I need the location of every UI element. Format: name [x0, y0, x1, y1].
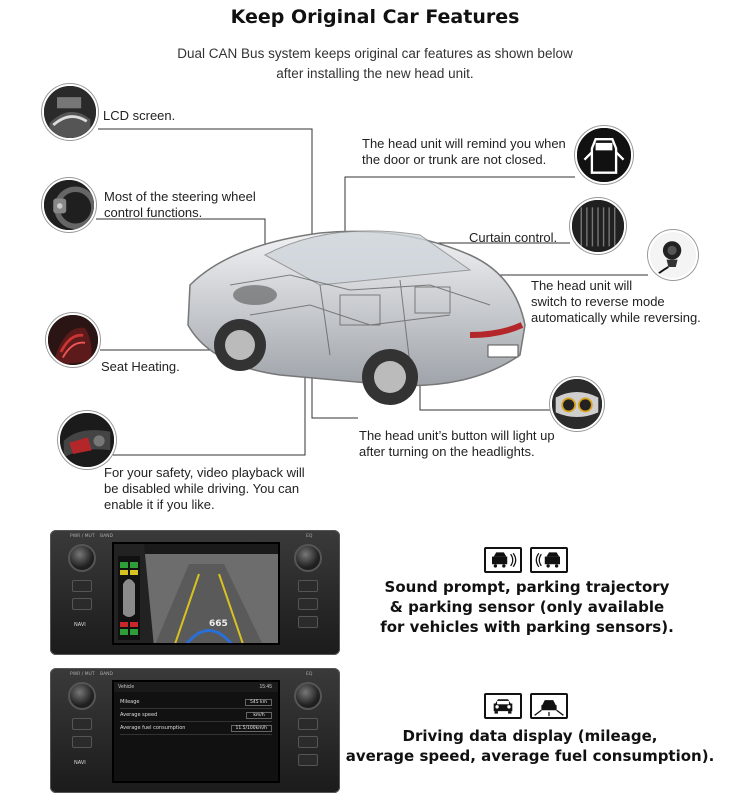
- car-road-icon: [530, 693, 568, 719]
- eq-label: EQ: [306, 672, 313, 677]
- band-label: BAND: [100, 534, 113, 539]
- head-unit-driving-data: PWR / MUT BAND EQ NAVI Vehicle 15:45 Mil…: [50, 668, 340, 793]
- feature-button-light: The head unit’s button will light up aft…: [359, 428, 555, 460]
- seat-heating-photo: [46, 313, 100, 367]
- row-value: km/h: [246, 711, 272, 719]
- parking-line-3: for vehicles with parking sensors).: [380, 618, 674, 636]
- steering-line-2: control functions.: [104, 205, 203, 220]
- feature-curtain-control: Curtain control.: [469, 230, 558, 245]
- row-value: 11.5/100km/h: [230, 724, 272, 732]
- navi-label[interactable]: NAVI: [74, 622, 86, 628]
- feature-steering-wheel: Most of the steering wheel control funct…: [104, 189, 256, 221]
- eq-label: EQ: [306, 534, 313, 539]
- driving-line-2: average speed, average fuel consumption)…: [345, 747, 715, 765]
- reverse-camera-screen: 665: [112, 542, 280, 645]
- tune-knob[interactable]: [294, 544, 322, 572]
- driving-description: Driving data display (mileage, average s…: [345, 726, 715, 766]
- prev-button[interactable]: [298, 718, 318, 730]
- pwr-label: PWR / MUT: [70, 672, 95, 677]
- navi-label[interactable]: NAVI: [74, 760, 86, 766]
- subtitle-line-2: after installing the new head unit.: [276, 66, 474, 81]
- screen-time: 15:45: [259, 684, 272, 690]
- parking-sensor-rear-icon: [530, 547, 568, 573]
- eject-button[interactable]: [298, 754, 318, 766]
- car-xray-illustration: [187, 230, 526, 405]
- video-line-2: be disabled while driving. You can: [104, 481, 300, 496]
- video-line-3: enable it if you like.: [104, 497, 215, 512]
- prev-button[interactable]: [298, 580, 318, 592]
- lights-line-1: The head unit’s button will light up: [359, 428, 555, 443]
- back-button[interactable]: [72, 598, 92, 610]
- band-label: BAND: [100, 672, 113, 677]
- vehicle-data-screen: Vehicle 15:45 Mileage 545 km Average spe…: [112, 680, 280, 783]
- reverse-camera-photo: [648, 230, 698, 280]
- video-line-1: For your safety, video playback will: [104, 465, 305, 480]
- next-button[interactable]: [298, 598, 318, 610]
- curtain-photo: [570, 198, 626, 254]
- driving-line-1: Driving data display (mileage,: [402, 727, 658, 745]
- vehicle-data-table: Mileage 545 km Average speed km/h Averag…: [114, 696, 278, 735]
- plate-number: 665: [209, 619, 228, 629]
- page-title: Keep Original Car Features: [230, 6, 520, 28]
- home-button[interactable]: [72, 580, 92, 592]
- feature-video-playback: For your safety, video playback will be …: [104, 465, 305, 513]
- parking-line-1: Sound prompt, parking trajectory: [384, 578, 670, 596]
- lights-line-2: after turning on the headlights.: [359, 444, 535, 459]
- car-front-icon: [484, 693, 522, 719]
- table-row: Average fuel consumption 11.5/100km/h: [120, 722, 272, 735]
- reverse-line-2: switch to reverse mode: [531, 294, 665, 309]
- parking-line-2: & parking sensor (only available: [389, 598, 665, 616]
- steering-line-1: Most of the steering wheel: [104, 189, 256, 204]
- parking-sensor-front-icon: [484, 547, 522, 573]
- video-playback-photo: [58, 411, 116, 469]
- head-unit-parking: PWR / MUT BAND EQ NAVI 665: [50, 530, 340, 655]
- volume-knob[interactable]: [68, 544, 96, 572]
- back-button[interactable]: [72, 736, 92, 748]
- door-open-icon: [575, 126, 633, 184]
- volume-knob[interactable]: [68, 682, 96, 710]
- row-label: Average speed: [120, 712, 158, 718]
- page-subtitle: Dual CAN Bus system keeps original car f…: [0, 44, 750, 84]
- feature-reverse-mode: The head unit will switch to reverse mod…: [531, 278, 701, 326]
- eject-button[interactable]: [298, 616, 318, 628]
- door-line-1: The head unit will remind you when: [362, 136, 566, 151]
- home-button[interactable]: [72, 718, 92, 730]
- tune-knob[interactable]: [294, 682, 322, 710]
- feature-lcd-screen: LCD screen.: [103, 108, 176, 123]
- table-row: Mileage 545 km: [120, 696, 272, 709]
- lcd-screen-photo: [42, 84, 98, 140]
- reverse-line-3: automatically while reversing.: [531, 310, 701, 325]
- screen-title: Vehicle: [118, 684, 135, 690]
- parking-description: Sound prompt, parking trajectory & parki…: [372, 577, 682, 637]
- reverse-line-1: The head unit will: [531, 278, 633, 293]
- table-row: Average speed km/h: [120, 709, 272, 722]
- row-label: Mileage: [120, 699, 140, 705]
- pwr-label: PWR / MUT: [70, 534, 95, 539]
- feature-door-reminder: The head unit will remind you when the d…: [362, 136, 566, 168]
- row-label: Average fuel consumption: [120, 725, 186, 731]
- next-button[interactable]: [298, 736, 318, 748]
- headlights-photo: [550, 377, 604, 431]
- reverse-view: 665: [114, 544, 278, 643]
- status-bar: Vehicle 15:45: [114, 682, 278, 692]
- feature-seat-heating: Seat Heating.: [101, 359, 180, 374]
- door-line-2: the door or trunk are not closed.: [362, 152, 547, 167]
- subtitle-line-1: Dual CAN Bus system keeps original car f…: [177, 46, 573, 61]
- row-value: 545 km: [244, 698, 272, 706]
- steering-wheel-photo: [42, 178, 96, 232]
